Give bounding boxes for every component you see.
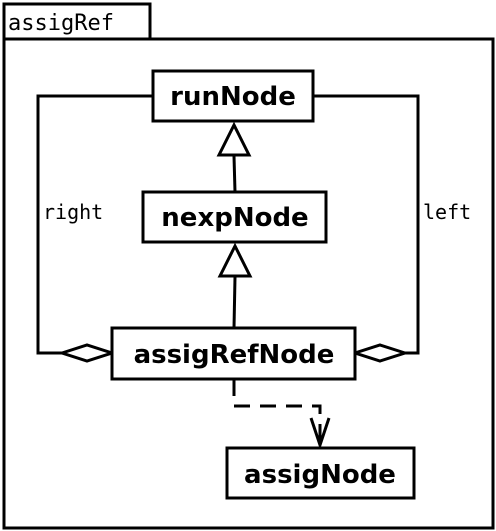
generalization-line	[232, 155, 237, 193]
dependency-assigref-to-assig	[232, 380, 331, 450]
generalization-nexp-to-run	[216, 121, 252, 193]
class-assig-node[interactable]: assigNode	[225, 446, 416, 500]
inheritance-arrowhead	[217, 242, 253, 278]
class-name: assigNode	[244, 460, 396, 490]
dependency-arrowhead	[309, 417, 331, 450]
association-left-line	[313, 94, 420, 355]
class-run-node[interactable]: runNode	[151, 69, 315, 123]
dependency-line	[232, 380, 322, 445]
class-box	[151, 69, 315, 123]
class-nexp-node[interactable]: nexpNode	[141, 190, 328, 244]
generalization-assigref-to-nexp	[217, 242, 253, 329]
association-left-label: left	[423, 200, 471, 224]
class-assig-ref-node[interactable]: assigRefNode	[110, 326, 357, 381]
class-name: nexpNode	[161, 203, 308, 233]
association-right-line	[36, 94, 153, 355]
package-name: assigRef	[8, 11, 114, 36]
class-box	[225, 446, 416, 500]
class-box	[110, 326, 357, 381]
class-name: runNode	[170, 82, 296, 112]
class-name: assigRefNode	[134, 340, 335, 370]
inheritance-arrowhead	[216, 121, 252, 157]
association-right: right	[36, 94, 153, 363]
class-box	[141, 190, 328, 244]
generalization-line	[232, 276, 237, 329]
association-right-label: right	[43, 200, 103, 224]
